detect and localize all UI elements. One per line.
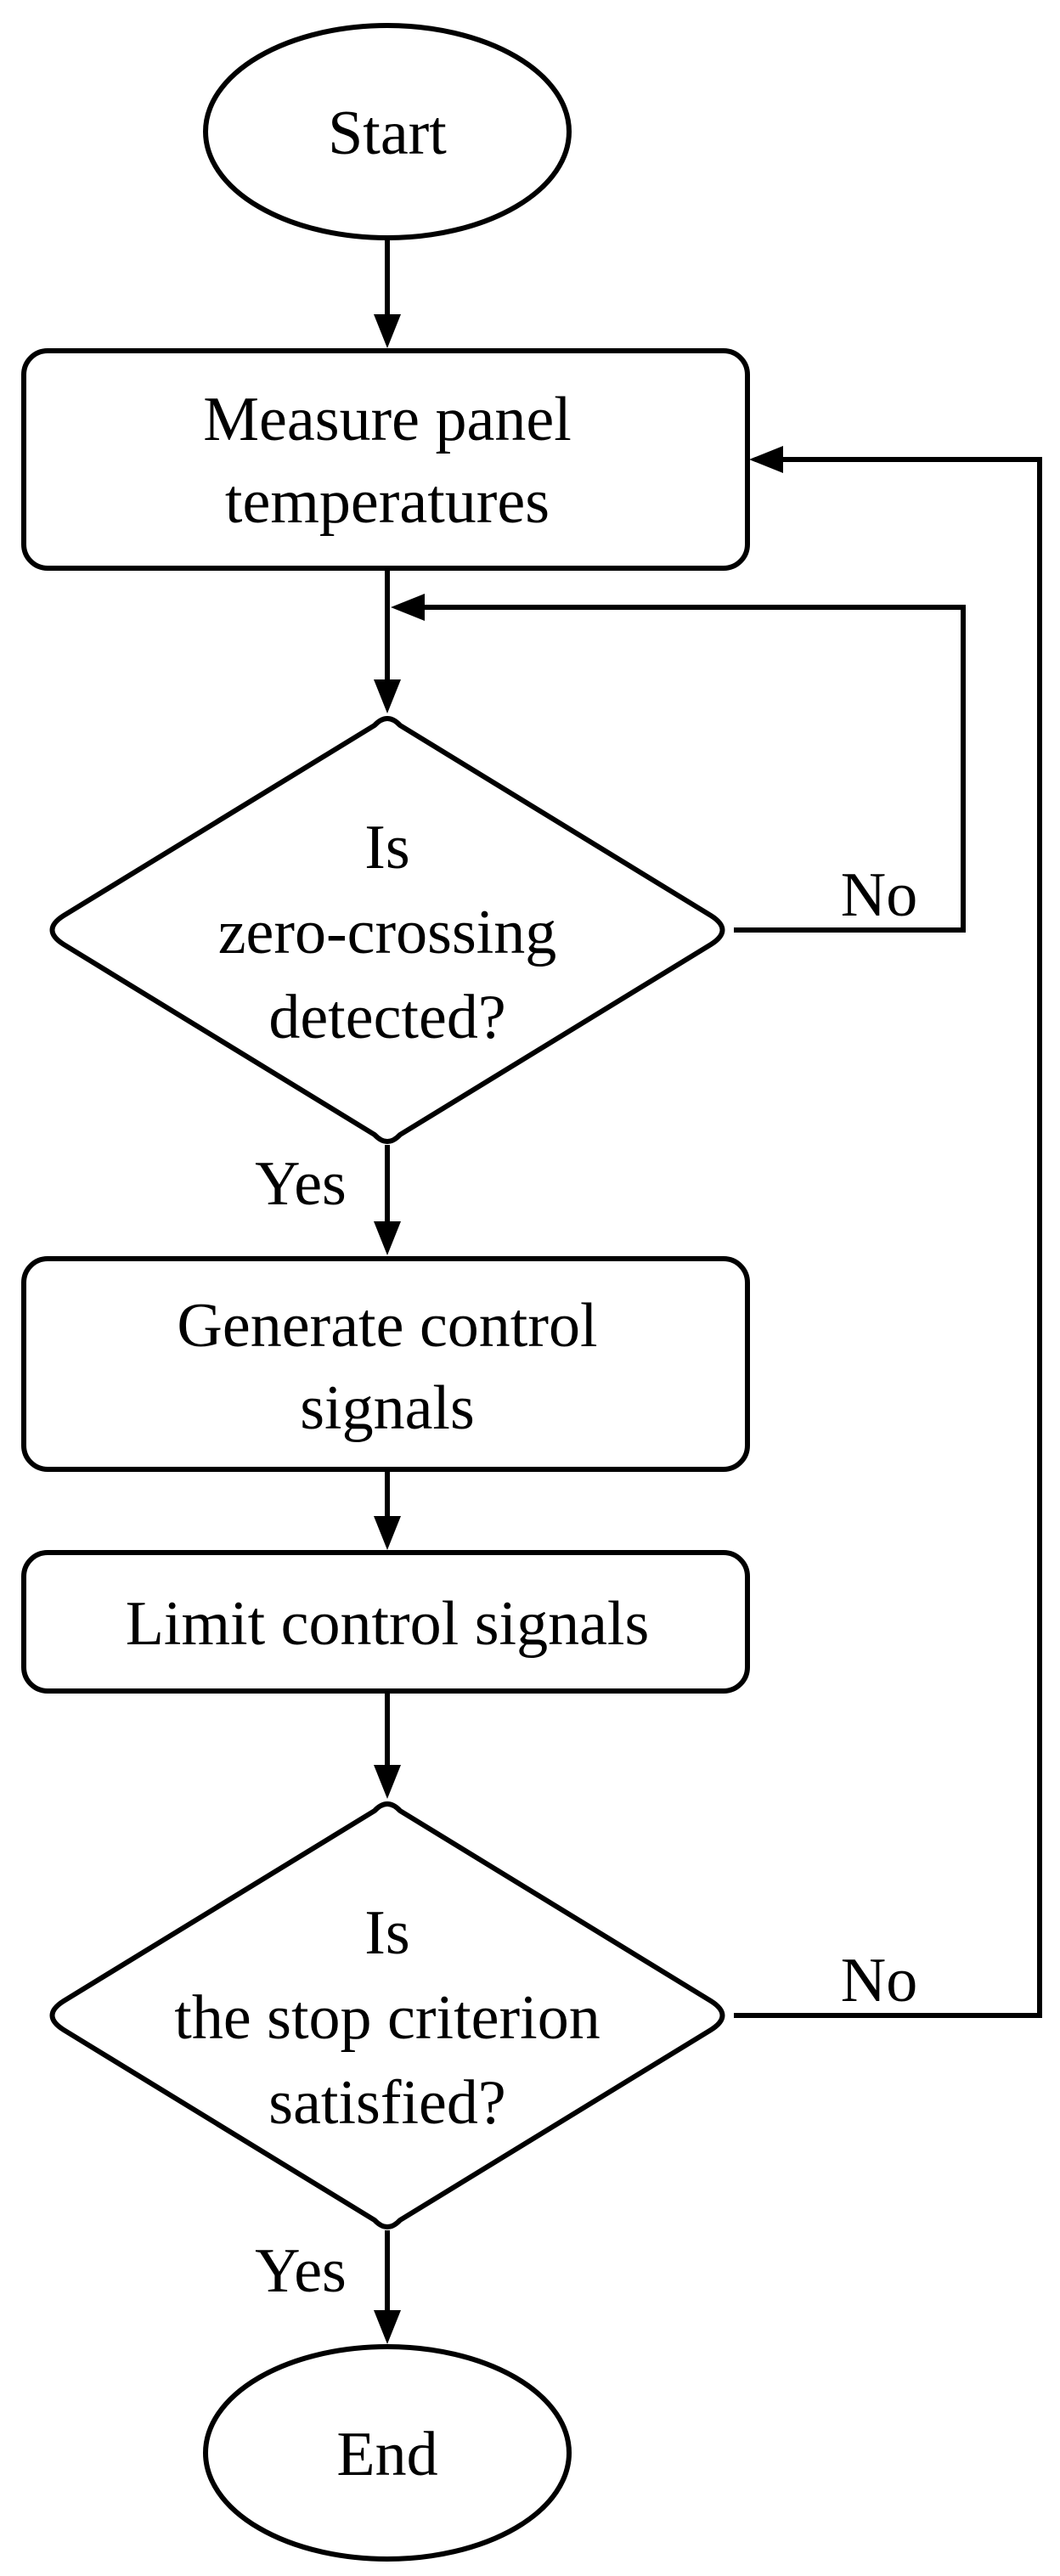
start-node: Start <box>203 23 572 240</box>
arrow-generate-to-limit <box>374 1469 401 1550</box>
arrow-limit-to-stop-decision <box>374 1691 401 1799</box>
zero-decision-no-label: No <box>841 860 917 930</box>
zero-decision-line-3: detected? <box>268 983 505 1052</box>
arrow-stop-yes-to-end <box>374 2230 401 2344</box>
arrow-measure-to-zero-decision <box>374 568 401 713</box>
stop-decision-yes-label: Yes <box>255 2236 347 2306</box>
measure-label-line-1: Measure panel <box>203 385 572 454</box>
arrow-zero-yes-to-generate <box>374 1145 401 1255</box>
end-node: End <box>203 2344 572 2562</box>
start-label: Start <box>328 99 447 168</box>
zero-decision-line-1: Is <box>364 813 409 882</box>
stop-decision-no-label: No <box>841 1946 917 2015</box>
stop-decision-line-3: satisfied? <box>268 2068 505 2138</box>
stop-criterion-decision-node: Is the stop criterion satisfied? <box>49 1801 725 2229</box>
limit-label: Limit control signals <box>126 1589 650 1659</box>
generate-process-node: Generate control signals <box>21 1256 750 1472</box>
generate-label-line-2: signals <box>300 1373 475 1443</box>
limit-process-node: Limit control signals <box>21 1550 750 1694</box>
arrow-start-to-measure <box>374 238 401 348</box>
zero-decision-line-2: zero-crossing <box>218 898 557 967</box>
stop-decision-line-1: Is <box>364 1898 409 1968</box>
zero-decision-yes-label: Yes <box>255 1149 347 1219</box>
measure-process-node: Measure panel temperatures <box>21 348 750 571</box>
generate-label-line-1: Generate control <box>177 1291 597 1361</box>
arrow-stop-no-loop <box>734 446 1042 2018</box>
arrow-zero-no-loop <box>391 594 966 933</box>
measure-label-line-2: temperatures <box>225 467 550 537</box>
stop-decision-line-2: the stop criterion <box>174 1983 600 2053</box>
zero-crossing-decision-node: Is zero-crossing detected? <box>49 716 725 1144</box>
end-label: End <box>336 2420 437 2489</box>
